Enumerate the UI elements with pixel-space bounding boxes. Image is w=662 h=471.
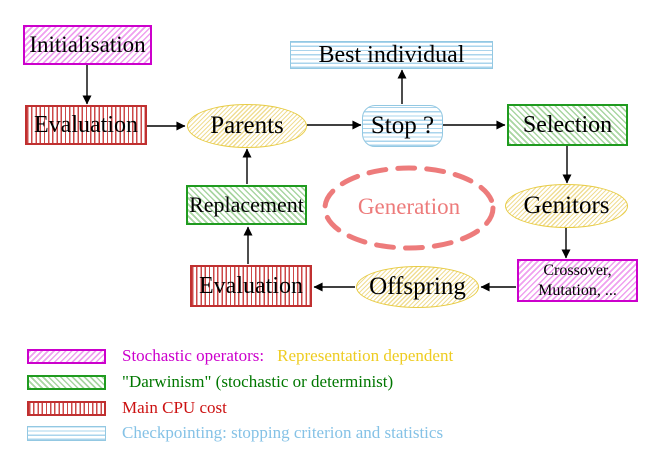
node-stop: Stop ? bbox=[362, 105, 443, 147]
node-selection: Selection bbox=[507, 104, 628, 146]
node-evaluation-bottom: Evaluation bbox=[190, 265, 312, 307]
node-genitors: Genitors bbox=[505, 184, 628, 228]
node-evaluation-top: Evaluation bbox=[25, 105, 147, 145]
legend-swatch-red-vertical-lines bbox=[27, 400, 106, 416]
legend-row-darwinism: "Darwinism" (stochastic or determinist) bbox=[27, 372, 394, 391]
legend-label-checkpointing: Checkpointing: stopping criterion and st… bbox=[122, 423, 444, 442]
node-initialisation: Initialisation bbox=[23, 25, 152, 65]
legend-swatch-magenta-diagonal-hatch bbox=[27, 348, 106, 364]
legend-swatch-cyan-horizontal-lines bbox=[27, 425, 106, 441]
node-parents: Parents bbox=[187, 104, 307, 148]
node-replacement: Replacement bbox=[186, 185, 307, 225]
legend-label-main-cpu-cost: Main CPU cost bbox=[122, 398, 227, 417]
node-best-individual: Best individual bbox=[290, 41, 493, 69]
node-offspring: Offspring bbox=[356, 266, 479, 308]
legend-label-stochastic-operators: Stochastic operators: bbox=[122, 346, 265, 365]
legend-label-representation-dependent: Representation dependent bbox=[277, 346, 454, 365]
legend-row-main-cpu-cost: Main CPU cost bbox=[27, 398, 227, 417]
legend-row-stochastic-operators: Stochastic operators: Representation dep… bbox=[27, 346, 454, 365]
crossover-mutation-label: Crossover, Mutation, ... bbox=[538, 261, 617, 299]
legend-row-checkpointing: Checkpointing: stopping criterion and st… bbox=[27, 423, 444, 442]
node-crossover-mutation: Crossover, Mutation, ... bbox=[517, 259, 638, 302]
generation-label: Generation bbox=[357, 194, 461, 219]
legend-swatch-green-diagonal-hatch bbox=[27, 374, 106, 390]
legend-label-darwinism: "Darwinism" (stochastic or determinist) bbox=[122, 372, 394, 391]
